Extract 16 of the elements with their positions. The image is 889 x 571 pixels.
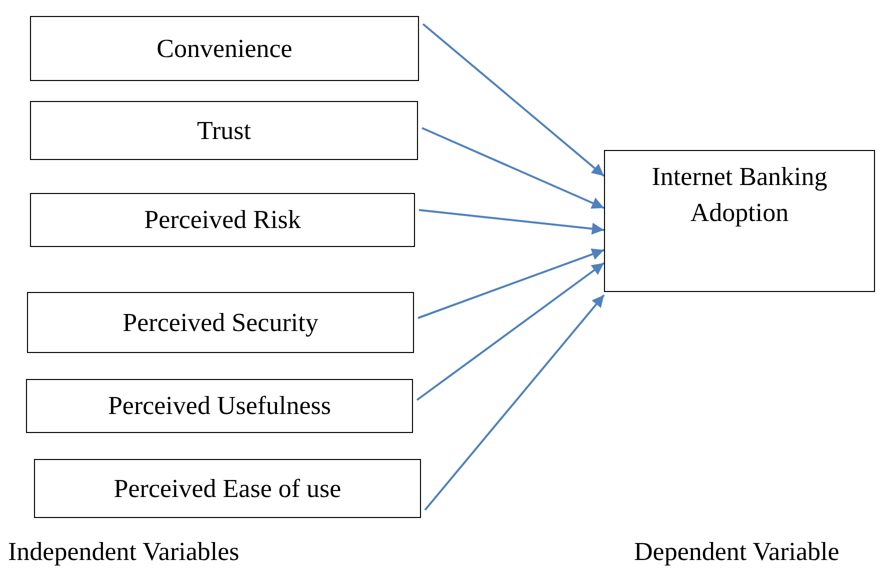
box-text: Internet Banking Adoption [650, 161, 828, 230]
variable-box [30, 16, 419, 81]
box-text: Perceived Usefulness [108, 391, 332, 421]
variable-box [30, 193, 415, 247]
box-text: Convenience [156, 34, 292, 64]
variable-box [30, 101, 418, 160]
variable-box [26, 379, 413, 433]
variable-box [27, 292, 414, 353]
variable-box [34, 459, 421, 518]
box-text: Trust [197, 116, 251, 146]
variable-box [604, 150, 875, 292]
box-text: Perceived Ease of use [114, 474, 342, 504]
box-text: Perceived Security [122, 308, 318, 338]
axis-caption: Independent Variables [8, 537, 240, 567]
box-text: Perceived Risk [144, 205, 301, 235]
axis-caption: Dependent Variable [634, 537, 840, 567]
